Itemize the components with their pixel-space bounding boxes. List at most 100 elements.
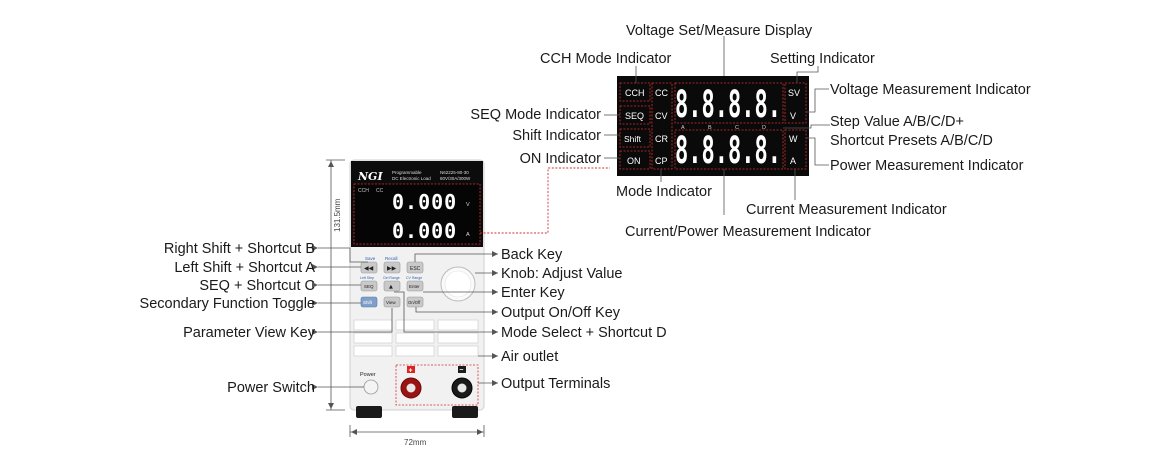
left-arrow-icon: ◀◀ (364, 265, 374, 272)
device-key-save-label: Save (365, 256, 376, 261)
device-foot-left (356, 406, 382, 418)
air-outlet-vents (353, 319, 479, 357)
label-setting-indicator: Setting Indicator (770, 51, 875, 67)
cch-ind-box (619, 82, 651, 102)
bottom-digits-box (674, 129, 784, 170)
label-cch-indicator: CCH Mode Indicator (540, 51, 672, 67)
device-model: N62225-80-30 (440, 170, 469, 175)
label-voltage-meas-indicator: Voltage Measurement Indicator (830, 82, 1031, 98)
view-key-label: View (386, 300, 396, 305)
device-front-panel: NGI Programmable DC Electronic Load N622… (349, 159, 485, 418)
leader-arrowheads (312, 245, 498, 390)
right-arrow-icon: ▶▶ (387, 265, 397, 272)
minus-mark: − (459, 367, 463, 374)
seq-key[interactable] (360, 280, 378, 292)
ind-a: A (790, 156, 796, 166)
step-d: D (762, 125, 766, 131)
right-ind-box-top (784, 82, 807, 124)
top-digits-box (674, 82, 784, 124)
device-lcd-cc: CC (376, 188, 384, 194)
shift-key-label: Shift (363, 300, 373, 305)
mode-key-icon: ▲ (389, 284, 393, 290)
seq-ind-box (619, 105, 651, 125)
label-current-power-indicator: Current/Power Measurement Indicator (625, 224, 871, 240)
zoom-digits-bottom: 8.8.8.8. (675, 129, 781, 172)
zoom-connector (480, 167, 610, 234)
zoom-digits-top: 8.8.8.8. (675, 83, 781, 126)
label-power-meas-indicator: Power Measurement Indicator (830, 158, 1024, 174)
label-power-switch: Power Switch (227, 380, 315, 396)
label-shortcut-presets: Shortcut Presets A/B/C/D (830, 133, 993, 149)
device-key-recall-label: Recall (385, 256, 398, 261)
label-secondary-toggle: Secondary Function Toggle (140, 296, 315, 312)
label-shift-indicator: Shift Indicator (512, 128, 601, 144)
step-c: C (735, 125, 739, 131)
label-param-view: Parameter View Key (183, 325, 316, 341)
mode-cv: CV (655, 111, 668, 121)
onoff-key[interactable] (406, 296, 424, 308)
callout-labels: Voltage Set/Measure Display CCH Mode Ind… (140, 23, 1031, 396)
right-shift-key[interactable] (383, 261, 401, 274)
dimension-arrows (328, 161, 483, 435)
label-current-meas-indicator: Current Measurement Indicator (746, 202, 947, 218)
view-key[interactable] (383, 296, 401, 308)
label-step-value: Step Value A/B/C/D+ (830, 114, 964, 130)
device-key-esc-sub: CV Range (406, 276, 422, 280)
minus-badge (458, 366, 466, 373)
ind-sv: SV (788, 88, 800, 98)
label-on-indicator: ON Indicator (520, 151, 602, 167)
step-b: B (708, 125, 712, 131)
mode-cp: CP (655, 156, 668, 166)
label-seq-indicator: SEQ Mode Indicator (470, 107, 601, 123)
power-switch[interactable] (363, 379, 379, 395)
label-mode-indicator: Mode Indicator (616, 184, 712, 200)
device-key-left-sub: Left Step (360, 276, 374, 280)
enter-key-label: Enter (409, 284, 420, 289)
label-right-shift: Right Shift + Shortcut B (164, 241, 315, 257)
negative-terminal-core (457, 383, 467, 393)
device-foot-right (452, 406, 478, 418)
device-lcd-unit-bottom: A (466, 232, 470, 238)
power-label: Power (360, 372, 376, 378)
device-lcd-digits-top: 0.000 (392, 190, 457, 214)
plus-badge (407, 366, 415, 373)
label-output-onoff: Output On/Off Key (501, 305, 621, 321)
step-a: A (681, 125, 685, 131)
enter-key[interactable] (406, 280, 424, 292)
esc-key-label: ESC (410, 266, 421, 272)
positive-terminal-core (406, 383, 416, 393)
ind-seq: SEQ (625, 111, 644, 121)
ind-v: V (790, 111, 796, 121)
mode-key[interactable] (383, 280, 401, 292)
label-mode-select: Mode Select + Shortcut D (501, 325, 667, 341)
ind-shift: Shift (624, 134, 642, 144)
label-air-outlet: Air outlet (501, 349, 558, 365)
zoom-panel-bg (617, 76, 809, 176)
label-output-terminals: Output Terminals (501, 376, 610, 392)
display-zoom-panel: CCH SEQ Shift ON CC CV CR CP 8.8.8.8. 8.… (617, 76, 809, 176)
adjust-knob-inner (444, 270, 472, 298)
device-lcd-cch: CCH (358, 188, 369, 194)
onoff-key-label: On/Off (408, 300, 421, 305)
device-lcd-digits-bottom: 0.000 (392, 219, 457, 243)
height-dimension: 131.5mm (333, 198, 342, 232)
device-brand: NGI (357, 170, 383, 183)
label-back-key: Back Key (501, 247, 563, 263)
device-key-right-sub: Ctrl Range (383, 276, 400, 280)
device-spec: 80V/30A/300W (440, 176, 471, 181)
ind-w: W (789, 134, 798, 144)
label-voltage-display: Voltage Set/Measure Display (626, 23, 813, 39)
label-enter-key: Enter Key (501, 285, 565, 301)
on-ind-box (619, 150, 651, 170)
mode-ind-box (651, 82, 673, 170)
ind-on: ON (627, 156, 641, 166)
plus-mark: + (409, 368, 413, 375)
shift-key[interactable] (360, 296, 378, 308)
left-shift-key[interactable] (360, 261, 378, 274)
mode-cr: CR (655, 134, 668, 144)
device-line1: Programmable (392, 170, 422, 175)
label-seq-shortcut: SEQ + Shortcut C (199, 278, 315, 294)
label-knob: Knob: Adjust Value (501, 266, 622, 282)
